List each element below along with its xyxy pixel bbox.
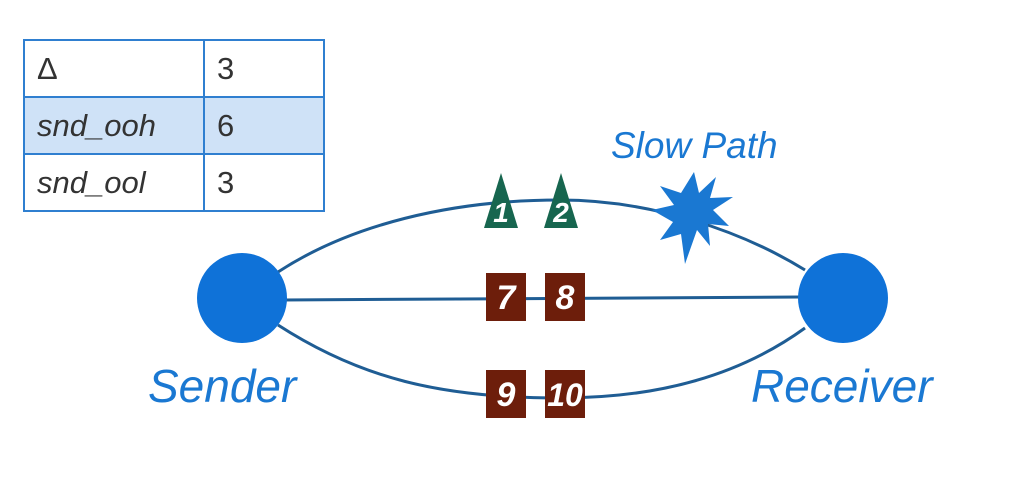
packet-label: 2 bbox=[552, 197, 569, 228]
receiver-node bbox=[798, 253, 888, 343]
sender-label: Sender bbox=[148, 360, 298, 412]
sender-node bbox=[197, 253, 287, 343]
receiver-label: Receiver bbox=[751, 360, 934, 412]
table-key-snd-ool: snd_ool bbox=[23, 153, 205, 212]
starburst-icon bbox=[652, 172, 733, 264]
packet-square bbox=[545, 273, 585, 321]
packet-square bbox=[545, 370, 585, 418]
table-key-snd-ooh: snd_ooh bbox=[23, 96, 205, 155]
packet-label: 7 bbox=[497, 279, 518, 317]
slow-path-label: Slow Path bbox=[611, 125, 778, 166]
packet-label: 8 bbox=[556, 279, 575, 317]
packet-square bbox=[486, 370, 526, 418]
top-path bbox=[277, 198, 806, 274]
table-value-snd-ooh: 6 bbox=[203, 96, 325, 155]
table-row-highlighted: snd_ooh 6 bbox=[23, 96, 325, 155]
table-key-delta: Δ bbox=[23, 39, 205, 98]
packet-label: 10 bbox=[547, 377, 583, 413]
bottom-path bbox=[277, 323, 806, 400]
state-table: Δ 3 snd_ooh 6 snd_ool 3 bbox=[23, 39, 325, 212]
packet-square bbox=[486, 273, 526, 321]
table-row: Δ 3 bbox=[23, 39, 325, 98]
table-value-delta: 3 bbox=[203, 39, 325, 98]
table-row: snd_ool 3 bbox=[23, 153, 325, 212]
table-value-snd-ool: 3 bbox=[203, 153, 325, 212]
middle-path bbox=[282, 295, 801, 302]
packet-triangle bbox=[544, 173, 578, 228]
packet-label: 9 bbox=[497, 376, 516, 414]
packet-triangle bbox=[484, 173, 518, 228]
packet-label: 1 bbox=[493, 197, 509, 228]
